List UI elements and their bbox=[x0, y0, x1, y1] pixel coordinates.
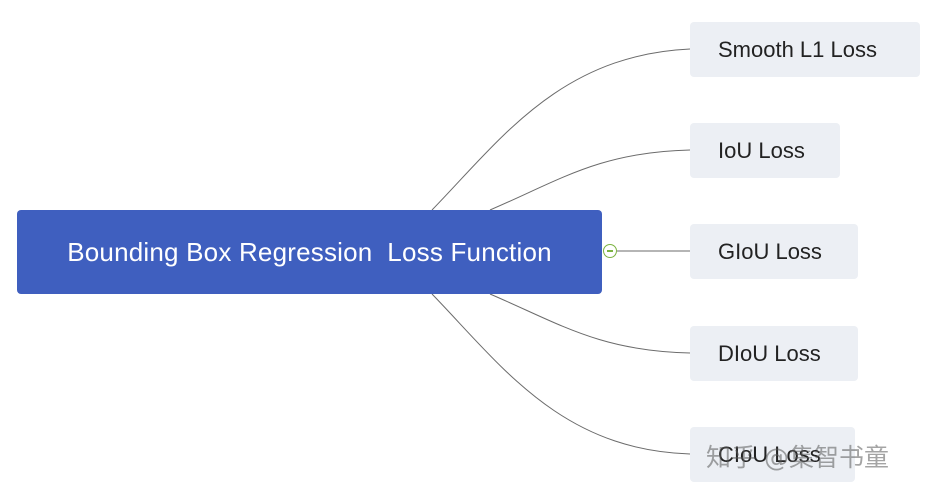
subtopic-smooth-l1-loss[interactable]: Smooth L1 Loss bbox=[690, 22, 920, 77]
connector-smooth-l1 bbox=[431, 48, 691, 211]
connector-iou bbox=[489, 149, 691, 211]
subtopic-iou-loss[interactable]: IoU Loss bbox=[690, 123, 840, 178]
root-topic-label: Bounding Box Regression Loss Function bbox=[67, 236, 552, 267]
subtopic-diou-loss[interactable]: DIoU Loss bbox=[690, 326, 858, 381]
subtopic-giou-loss[interactable]: GIoU Loss bbox=[690, 224, 858, 279]
subtopic-label: GIoU Loss bbox=[718, 238, 822, 264]
collapse-toggle-icon[interactable] bbox=[603, 244, 617, 258]
subtopic-label: CIoU Loss bbox=[718, 441, 821, 467]
subtopic-label: IoU Loss bbox=[718, 137, 805, 163]
root-topic[interactable]: Bounding Box Regression Loss Function bbox=[17, 210, 602, 294]
connector-diou bbox=[489, 293, 691, 354]
subtopic-ciou-loss[interactable]: CIoU Loss bbox=[690, 427, 855, 482]
subtopic-label: Smooth L1 Loss bbox=[718, 36, 877, 62]
connector-ciou bbox=[431, 293, 691, 455]
subtopic-label: DIoU Loss bbox=[718, 340, 821, 366]
